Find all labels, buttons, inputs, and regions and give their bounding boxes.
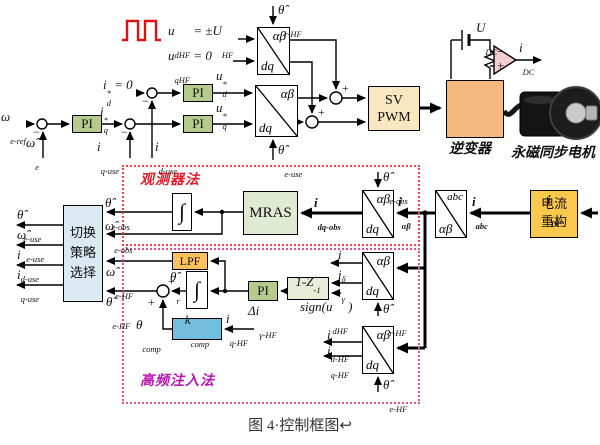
obs-current-ab-to-dq-block: αβ dq [362, 190, 394, 238]
observer-integrator-block: ∫ [172, 193, 192, 231]
plus-sign-adder1: + [342, 81, 349, 95]
label-theta-e-obs: θ̂e-obs [105, 195, 130, 232]
one-minus-z-block: 1-Z-1 [287, 274, 329, 300]
plus-sign-comparator: + [497, 58, 505, 73]
square-wave-icon [122, 19, 161, 42]
minus-sign-comparator: − [497, 44, 505, 59]
hf-pi-block: PI [248, 281, 278, 301]
label-w-hat-e: ω̂e [26, 135, 39, 172]
minus-sign-q-sum: − [121, 125, 128, 139]
hf-voltage-dq-to-ab-block: αβ dq [257, 27, 290, 75]
current-reconstruction-block: 电流 重构 [530, 190, 578, 238]
minus-sign-d-sum: − [142, 94, 149, 108]
d-current-pi-block: PI [183, 84, 213, 102]
plus-sign-adder2: + [318, 105, 325, 119]
label-theta-e-use-transform: θ̂e-use [278, 142, 303, 179]
label-theta-r-hat: θ̂r [170, 269, 180, 306]
plus-sign-hf-sum-top: + [168, 274, 175, 288]
label-ud-star: u*d [216, 68, 227, 99]
label-iq-star: i*q [100, 104, 108, 135]
observer-section-frame [122, 165, 420, 246]
label-theta-e-use-out: θ̂e-use [17, 207, 42, 244]
inverter-block [446, 80, 504, 138]
switch-strategy-block: 切换 策略 选择 [63, 205, 103, 302]
observer-section-title: 观测器法 [140, 172, 200, 188]
label-theta-e-hf: θ̂e-HF [106, 294, 131, 331]
label-id-star: i*d = 0 [103, 77, 133, 108]
thick-wires [300, 102, 598, 354]
plus-sign-hf-sum-bottom: + [148, 295, 155, 309]
hf-current2-ab-to-dq-block: αβ dq [362, 326, 394, 374]
hf-injection-section-title: 高频注入法 [140, 373, 215, 389]
lpf-block: LPF [172, 252, 208, 270]
dc-link-circuit [450, 30, 518, 79]
label-theta-r-hf-top: θ̂r-HF [278, 2, 302, 39]
thin-wires [16, 6, 542, 392]
svpwm-block: SV PWM [368, 86, 420, 131]
mras-block: MRAS [243, 191, 298, 235]
label-theta-e-hf-bot: θ̂e-HF [383, 377, 408, 414]
abc-to-ab-block: abc αβ [435, 190, 467, 238]
label-uq-star: u*q [216, 100, 227, 131]
hf-integrator-block: ∫ [186, 271, 208, 309]
label-w-e-hf: ω̂e-HF [106, 264, 134, 301]
summing-junctions [36, 87, 343, 298]
motor-label: 永磁同步电机 [511, 145, 595, 161]
voltage-dq-to-ab-block: αβ dq [255, 85, 298, 137]
figure-caption: 图 4·控制框图↩ [248, 418, 352, 434]
hf-current-ab-to-dq-block: αβ dq [362, 252, 394, 300]
label-w-e-obs: ω̂e-obs [105, 218, 133, 255]
q-current-pi-block: PI [183, 115, 213, 133]
minus-sign-speed-sum: − [33, 125, 40, 139]
label-theta-e-obs-park: θ̂e-obs [383, 169, 408, 206]
branch-dots [219, 209, 428, 294]
inverter-label: 逆变器 [449, 141, 491, 157]
speed-pi-block: PI [72, 115, 102, 133]
motor-image [501, 86, 600, 140]
label-w-e-use-out: ω̂e-use [17, 227, 45, 264]
hf-injection-section-frame [122, 248, 420, 404]
label-theta-r-hf-mid: θ̂r-HF [383, 301, 407, 338]
